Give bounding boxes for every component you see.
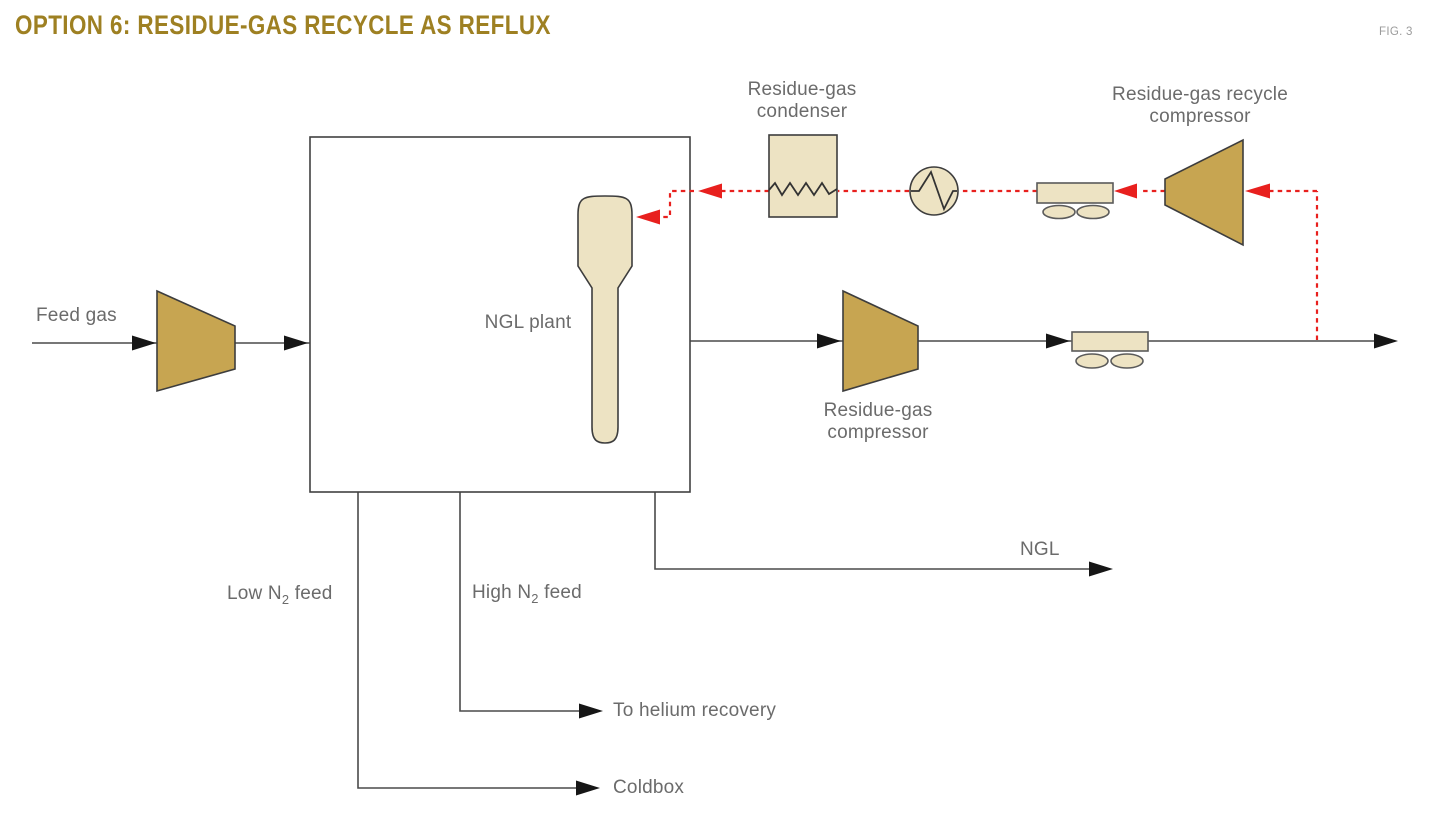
feed-gas-compressor [156,289,236,393]
residue-compressor-label-line1: Residue-gas [823,400,933,421]
residue-gas-compressor-label: Residue-gas compressor [778,400,978,444]
residue-gas-condenser [768,134,838,218]
condenser-label-line1: Residue-gas [747,79,857,100]
condenser-label-line2: condenser [756,101,848,122]
sales-gas-air-cooler-fan-right [1110,353,1144,369]
recycle-arrow-into-column-icon [636,209,660,225]
ngl-outlet-arrow-icon [1089,561,1113,577]
recycle-arrow-into-plant-icon [698,183,722,199]
figure-number: FIG. 3 [1379,26,1413,38]
coldbox-outlet-arrow-icon [576,780,600,796]
high-n2-sub: 2 [531,590,539,606]
residue-gas-recycle-compressor [1164,138,1244,247]
low-n2-sub: 2 [281,591,290,607]
recycle-compressor-label-line2: compressor [1149,106,1251,127]
exchanger-wave-icon [911,169,957,212]
recycle-air-cooler [1036,182,1114,204]
residue-compressor-label-line2: compressor [827,422,929,443]
residue-gas-condenser-label: Residue-gas condenser [702,79,902,123]
ngl-plant-label: NGL plant [484,312,572,333]
recycle-arrow-into-compressor-icon [1245,183,1270,199]
residue-arrow-2-icon [1046,333,1070,349]
ngl-product-label: NGL [1020,539,1060,560]
residue-gas-recycle-compressor-label: Residue-gas recycle compressor [1075,84,1325,128]
ngl-plant-box [309,136,691,493]
high-n2-feed-line [459,492,580,712]
low-n2-feed-label: Low N2 feed [227,583,333,611]
distillation-column [577,195,633,444]
sales-gas-air-cooler [1071,331,1149,352]
recycle-line-to-column [661,189,694,219]
feed-gas-label: Feed gas [36,305,117,326]
helium-outlet-arrow-icon [579,703,603,719]
sales-gas-outlet-arrow-icon [1374,333,1398,349]
feed-arrow-1-icon [132,335,156,351]
low-n2-post: feed [289,583,333,604]
feed-arrow-2-icon [284,335,308,351]
high-n2-feed-label: High N2 feed [472,582,582,610]
recycle-air-cooler-fan-right [1076,204,1110,220]
sales-gas-air-cooler-fan-left [1075,353,1109,369]
condenser-coil-icon [768,181,838,197]
low-n2-pre: Low N [227,583,282,604]
ngl-product-line [654,492,1090,570]
to-helium-recovery-label: To helium recovery [613,700,777,721]
high-n2-post: feed [538,582,582,603]
recycle-air-cooler-fan-left [1042,204,1076,220]
residue-arrow-1-icon [817,333,841,349]
recycle-compressor-label-line1: Residue-gas recycle [1112,84,1288,105]
residue-gas-compressor [842,289,919,393]
high-n2-pre: High N [472,582,532,603]
low-n2-feed-line [357,492,577,789]
coldbox-label: Coldbox [613,777,685,798]
page-title: OPTION 6: RESIDUE-GAS RECYCLE AS REFLUX [15,10,551,40]
recycle-arrow-into-cooler-icon [1114,183,1137,199]
